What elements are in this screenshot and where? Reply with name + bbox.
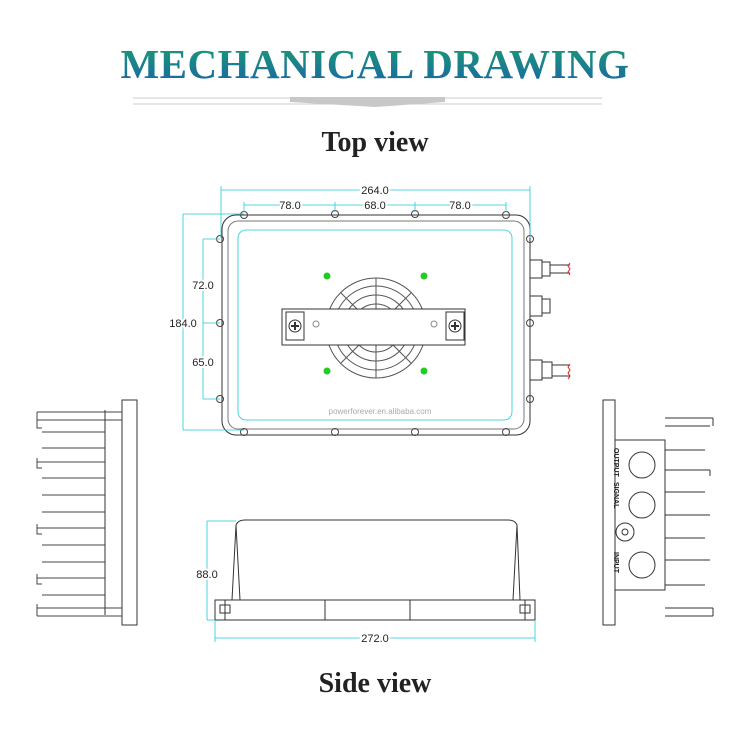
housing-outline — [221, 214, 531, 436]
dim-side-length: 272.0 — [361, 633, 389, 645]
dim-overall-width: 264.0 — [361, 185, 389, 197]
port-signal — [628, 491, 656, 519]
watermark: powerforever.en.alibaba.com — [329, 407, 432, 416]
dim-hole-center: 68.0 — [364, 200, 385, 212]
green-markers — [323, 272, 428, 375]
dim-hole-right: 78.0 — [449, 200, 470, 212]
top-view — [216, 210, 571, 436]
title-divider — [133, 97, 602, 107]
top-view-heading: Top view — [321, 127, 429, 158]
dim-lower-spacing: 65.0 — [192, 357, 213, 369]
front-side-view — [214, 519, 536, 621]
right-side-view — [602, 399, 714, 626]
dim-side-height: 88.0 — [196, 569, 217, 581]
page-title: MECHANICAL DRAWING — [0, 40, 750, 88]
dim-upper-spacing: 72.0 — [192, 280, 213, 292]
label-input: INPUT — [612, 552, 619, 574]
port-output — [628, 451, 656, 479]
label-signal: SIGNAL — [612, 482, 619, 509]
top-dimension-lines — [182, 186, 531, 431]
connectors — [529, 259, 571, 381]
side-view-heading: Side view — [318, 668, 432, 699]
port-input — [628, 551, 656, 579]
dim-hole-left: 78.0 — [279, 200, 300, 212]
port-center — [615, 522, 635, 542]
side-dimension-lines — [206, 520, 536, 642]
inner-window — [237, 229, 513, 421]
handle-bracket — [281, 308, 466, 346]
dim-overall-height: 184.0 — [169, 318, 197, 330]
label-output: OUTPUT — [612, 448, 619, 478]
left-side-view — [36, 399, 138, 626]
